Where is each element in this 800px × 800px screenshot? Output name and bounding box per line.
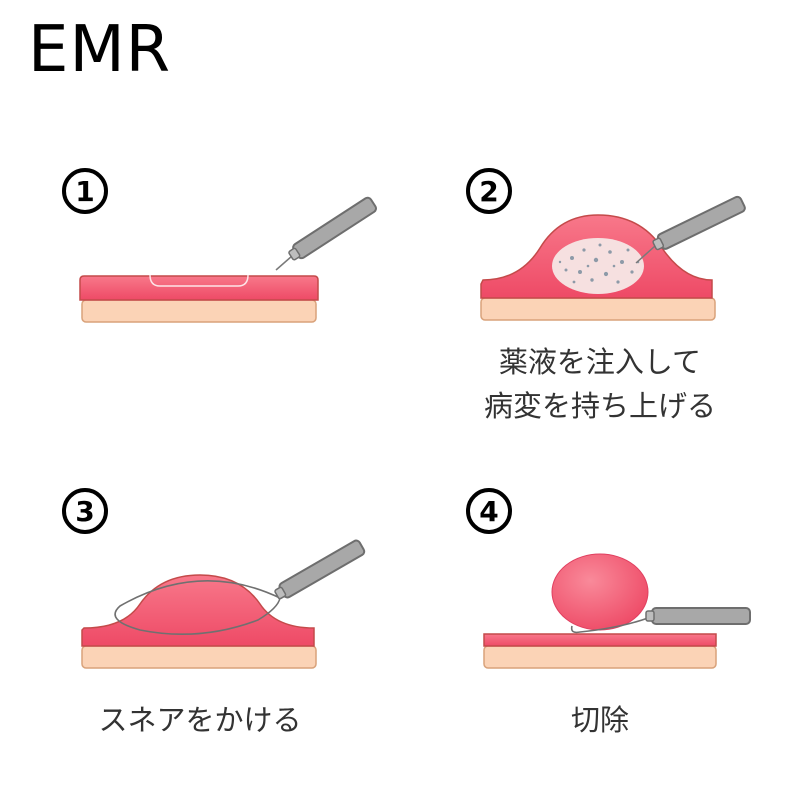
step-3-number: 3 [62, 488, 108, 534]
endoscope-snare-icon [645, 607, 751, 625]
step-2-caption: 薬液を注入して 病変を持ち上げる [483, 345, 716, 423]
endoscope-needle-icon [275, 196, 377, 271]
endoscope-needle-icon [635, 195, 746, 264]
mucosa-layer [79, 275, 319, 301]
step-4-number: 4 [466, 488, 512, 534]
snare-wire-icon [570, 617, 649, 634]
step-2-number: 2 [466, 168, 512, 214]
mucosa-layer [483, 633, 717, 647]
snare-wire-icon [114, 580, 281, 636]
raised-lesion [81, 574, 315, 647]
page-title: EMR [28, 13, 172, 87]
step-2-illustration [480, 195, 746, 321]
step-3-caption: スネアをかける [98, 703, 302, 737]
resected-lesion [551, 553, 649, 631]
submucosa-layer [480, 297, 716, 321]
step-1-number: 1 [62, 168, 108, 214]
submucosa-layer [483, 645, 717, 669]
injected-fluid [552, 238, 644, 294]
lesion-outline [149, 274, 249, 287]
step-4-caption: 切除 [570, 703, 629, 737]
fluid-dots [558, 243, 640, 284]
step-3-illustration [81, 539, 366, 669]
submucosa-layer [81, 299, 317, 323]
step-4-illustration [483, 553, 751, 669]
submucosa-layer [81, 645, 317, 669]
step-1-illustration [79, 196, 377, 323]
endoscope-snare-icon [274, 539, 366, 600]
